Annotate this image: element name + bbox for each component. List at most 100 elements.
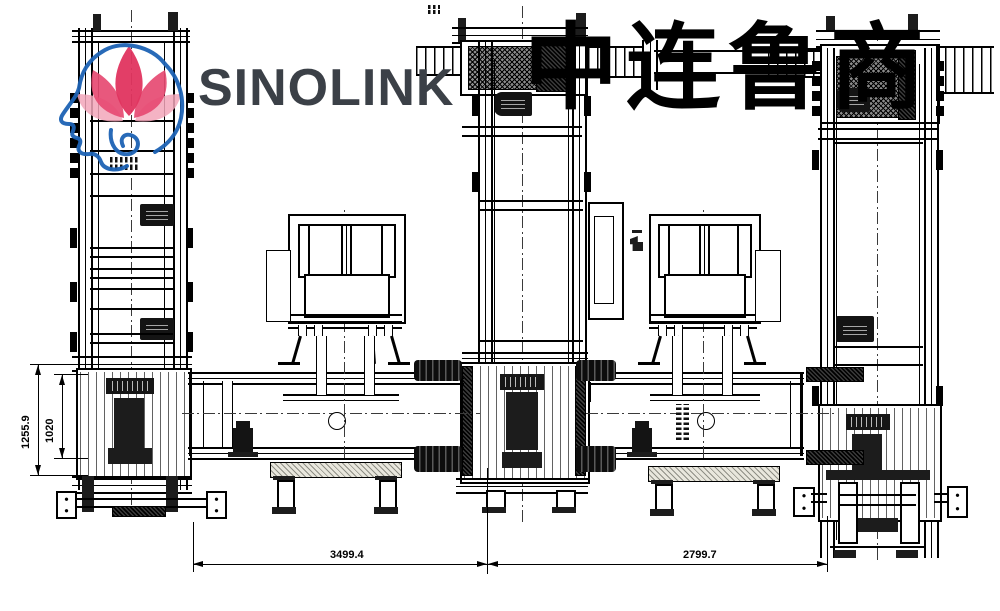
cross-beam: [833, 142, 923, 144]
base-machinery: [114, 398, 144, 448]
flange-joint: [186, 228, 193, 248]
flange-joint: [584, 96, 591, 116]
dim-arrow: [817, 561, 827, 567]
cross-beam: [478, 340, 583, 342]
flange-joint: [70, 282, 77, 302]
outrigger-beam: [934, 493, 948, 495]
base-bottom-line: [830, 546, 926, 548]
bin-divider: [699, 224, 710, 274]
head-hatch-dark: [898, 50, 916, 120]
walkway-rail: [654, 50, 820, 52]
cross-beam: [90, 333, 173, 344]
leg-flange: [273, 476, 295, 480]
leg-brace: [838, 494, 916, 496]
top-post: [908, 14, 918, 32]
cross-beam: [818, 128, 938, 140]
dim-label-height-inner: 1020: [44, 418, 56, 443]
cross-beam: [462, 126, 582, 137]
leg-foot-pad: [374, 507, 398, 514]
micro-text-mark: [110, 157, 140, 170]
flange-joint: [472, 172, 479, 192]
extension-line: [54, 458, 88, 459]
sprocket-cluster: [576, 446, 616, 472]
base-leg: [82, 476, 94, 512]
hopper-lower-bin: [664, 274, 746, 318]
bin-divider: [341, 224, 352, 274]
flange-joint: [70, 228, 77, 248]
drive-unit: [140, 204, 174, 226]
centerline: [703, 208, 704, 458]
motor-base: [627, 452, 657, 457]
base-side-column: [462, 366, 473, 476]
flange-joint: [812, 150, 819, 170]
flange-joint: [70, 332, 77, 352]
top-post: [93, 14, 101, 31]
flange-joint: [584, 172, 591, 192]
leg-flange: [651, 480, 673, 484]
base-bottom-band: [72, 476, 192, 494]
inspection-port: [697, 412, 715, 430]
base-machinery: [500, 374, 544, 390]
rail-flange-stack: [936, 58, 944, 116]
anchor-foot-plate: [206, 491, 227, 519]
cross-beam: [90, 150, 173, 152]
base-band: [826, 470, 930, 480]
leg-foot: [278, 362, 300, 365]
bin-wall: [381, 224, 383, 274]
cross-beam: [833, 346, 923, 348]
cross-beam: [90, 288, 173, 290]
outrigger-beam: [811, 493, 827, 495]
centerline: [344, 208, 345, 458]
inspection-port: [328, 412, 346, 430]
leg-foot: [638, 362, 660, 365]
flared-leg: [746, 335, 757, 364]
frame-line: [203, 381, 204, 447]
cross-beam: [90, 268, 173, 279]
transfer-band: [806, 367, 864, 382]
dim-arrow: [35, 465, 41, 475]
cross-beam: [90, 247, 173, 258]
base-machinery: [108, 448, 152, 464]
flange-joint: [812, 386, 819, 406]
leg-foot: [388, 362, 410, 365]
dim-label-height-total: 1255.9: [20, 415, 32, 449]
extension-line: [30, 475, 88, 476]
leg-brace: [838, 504, 916, 506]
flared-leg: [390, 335, 401, 364]
extension-line: [487, 468, 488, 574]
frame-line: [836, 64, 837, 540]
discharge-shaft: [316, 336, 327, 395]
outrigger-beam: [811, 501, 827, 503]
top-post: [826, 16, 835, 32]
bench-top-plate: [648, 466, 780, 482]
dim-arrow: [477, 561, 487, 567]
head-hatch-dark: [536, 42, 570, 92]
dim-arrow: [193, 561, 203, 567]
dim-label-span-left: 3499.4: [330, 549, 364, 561]
micro-text-mark: [428, 5, 440, 14]
bin-wall: [737, 224, 739, 274]
extension-line: [30, 364, 88, 365]
motor-base: [228, 452, 258, 457]
hanger-plate: [283, 394, 399, 401]
conveyor-motor: [233, 421, 253, 454]
leg-foot-pad: [552, 507, 576, 513]
centerline: [877, 20, 878, 560]
leg-stub: [314, 325, 323, 336]
side-box: [266, 250, 291, 322]
extension-line: [193, 522, 194, 572]
leg-stub: [384, 325, 393, 336]
dim-arrow: [35, 365, 41, 375]
head-drive-motor: [836, 88, 870, 112]
flange-joint: [936, 386, 943, 406]
base-machinery: [106, 378, 154, 394]
outrigger-beam: [934, 501, 948, 503]
frame-line: [919, 64, 920, 540]
sprocket-cluster: [414, 446, 462, 472]
conveyor-top-band: [588, 372, 804, 385]
leg-stub: [658, 325, 667, 336]
cross-beam: [90, 195, 173, 197]
dim-line: [193, 564, 487, 565]
head-drive-motor: [494, 92, 532, 116]
